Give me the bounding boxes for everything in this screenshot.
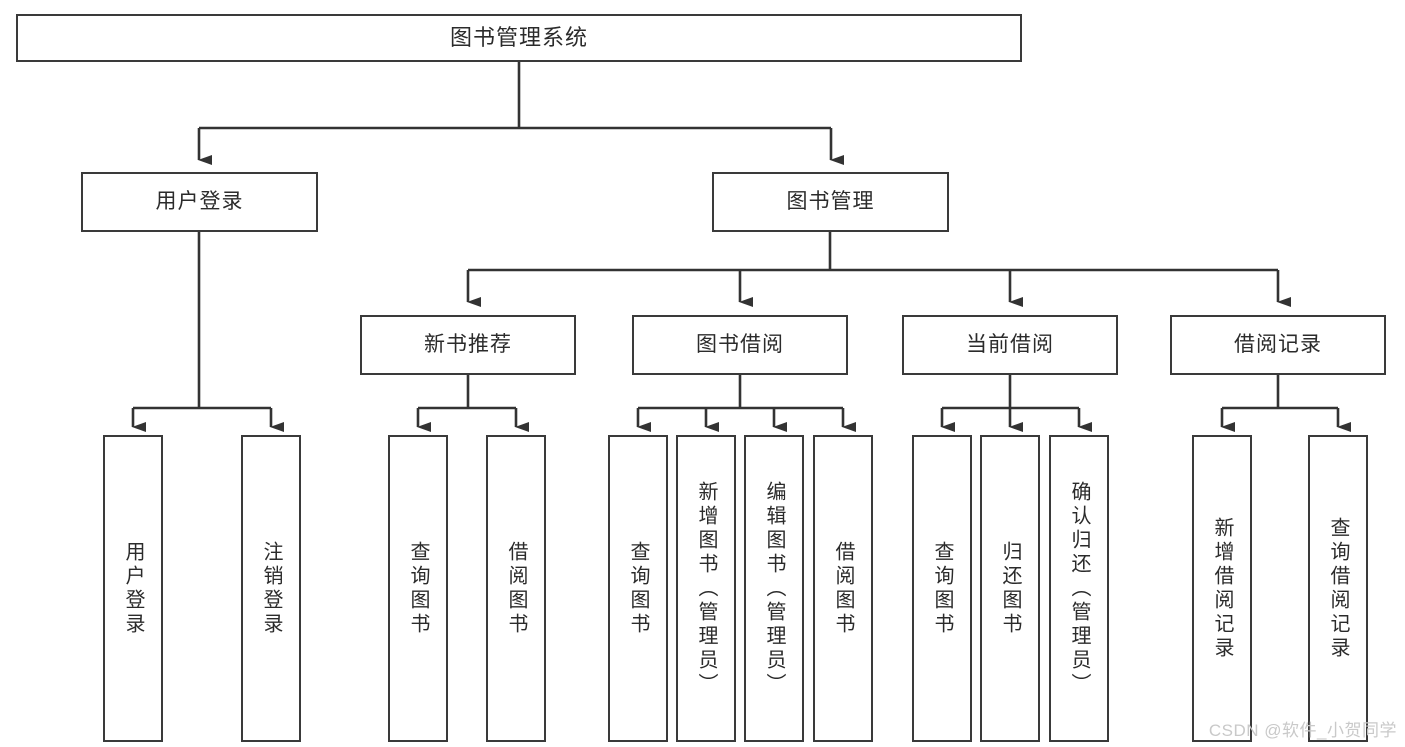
leaf-query-book-recommend[interactable]: 查询图书	[388, 435, 448, 742]
node-label: 借阅记录	[1234, 332, 1322, 356]
node-label: 查询图书	[407, 540, 429, 637]
leaf-query-book-borrow[interactable]: 查询图书	[608, 435, 668, 742]
node-book-borrowing[interactable]: 图书借阅	[632, 315, 848, 375]
leaf-borrow-book[interactable]: 借阅图书	[813, 435, 873, 742]
node-label: 借阅图书	[505, 540, 527, 637]
node-label: 新增借阅记录	[1211, 516, 1233, 661]
node-label: 查询借阅记录	[1327, 516, 1349, 661]
node-label: 用户登录	[155, 189, 244, 213]
node-label: 借阅图书	[832, 540, 854, 637]
node-label: 编辑图书（管理员）	[763, 480, 785, 697]
node-label: 当前借阅	[966, 332, 1054, 356]
leaf-confirm-return-admin[interactable]: 确认归还（管理员）	[1049, 435, 1109, 742]
leaf-user-login[interactable]: 用户登录	[103, 435, 163, 742]
node-root-book-management-system[interactable]: 图书管理系统	[16, 14, 1022, 62]
node-new-book-recommendation[interactable]: 新书推荐	[360, 315, 576, 375]
node-label: 新书推荐	[424, 332, 512, 356]
node-label: 归还图书	[999, 540, 1021, 637]
leaf-user-logout[interactable]: 注销登录	[241, 435, 301, 742]
node-label: 新增图书（管理员）	[695, 480, 717, 697]
leaf-add-book-admin[interactable]: 新增图书（管理员）	[676, 435, 736, 742]
leaf-query-book-current[interactable]: 查询图书	[912, 435, 972, 742]
csdn-watermark: CSDN @软件_小贺同学	[1208, 721, 1397, 740]
node-label: 用户登录	[122, 540, 144, 637]
node-current-borrowing[interactable]: 当前借阅	[902, 315, 1118, 375]
node-label: 查询图书	[627, 540, 649, 637]
node-label: 查询图书	[931, 540, 953, 637]
node-label: 图书管理	[786, 189, 875, 213]
node-label: 图书借阅	[696, 332, 784, 356]
node-label: 图书管理系统	[449, 25, 588, 51]
node-book-management[interactable]: 图书管理	[712, 172, 949, 232]
leaf-add-borrow-record[interactable]: 新增借阅记录	[1192, 435, 1252, 742]
leaf-borrow-book-recommend[interactable]: 借阅图书	[486, 435, 546, 742]
node-borrowing-records[interactable]: 借阅记录	[1170, 315, 1386, 375]
node-label: 注销登录	[260, 540, 282, 637]
leaf-query-borrow-record[interactable]: 查询借阅记录	[1308, 435, 1368, 742]
leaf-return-book[interactable]: 归还图书	[980, 435, 1040, 742]
node-user-login[interactable]: 用户登录	[81, 172, 318, 232]
leaf-edit-book-admin[interactable]: 编辑图书（管理员）	[744, 435, 804, 742]
node-label: 确认归还（管理员）	[1068, 480, 1090, 697]
